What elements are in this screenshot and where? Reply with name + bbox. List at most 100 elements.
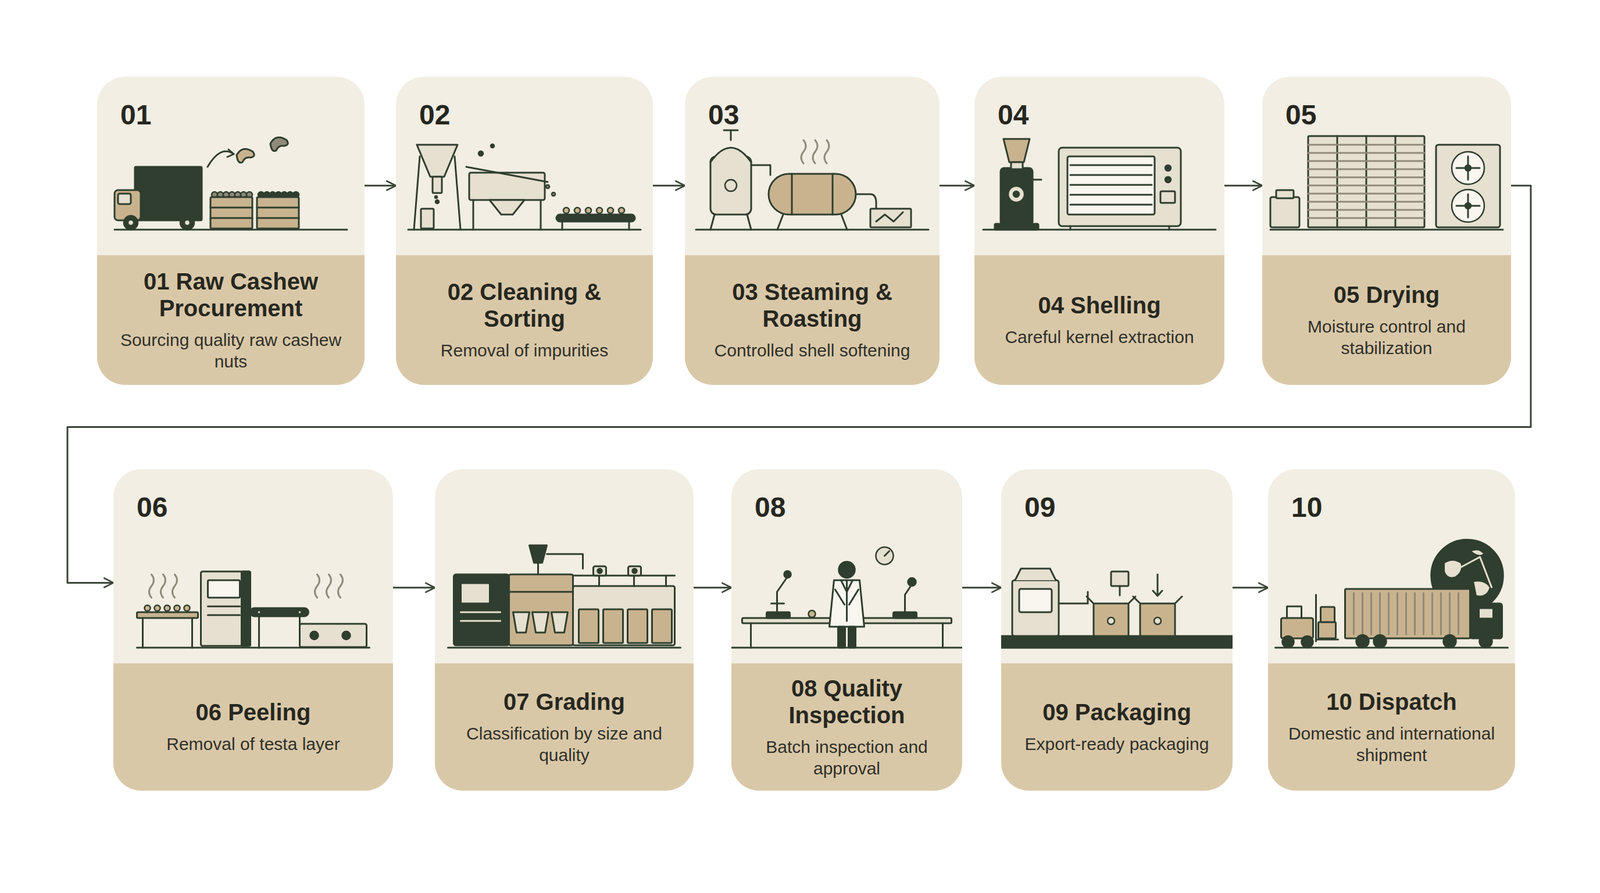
illustration-shape	[579, 609, 599, 644]
illustration-shape	[835, 589, 859, 605]
illustration-shape	[607, 207, 614, 214]
step-description: Domestic and international shipment	[1284, 723, 1499, 766]
illustration-shape	[489, 200, 525, 215]
illustration-shape	[784, 570, 792, 578]
illustration-shape	[1287, 606, 1302, 619]
illustration-shape	[1107, 617, 1115, 625]
illustration-shape	[469, 172, 545, 200]
illustration-shape	[1013, 191, 1020, 198]
illustration-shape	[551, 612, 569, 633]
illustration-shape	[432, 176, 442, 194]
illustration-shape	[695, 130, 929, 230]
process-card: 0909 PackagingExport-ready packaging	[1001, 469, 1233, 791]
illustration-shape	[1308, 184, 1425, 187]
process-card: 07 GradingClassification by size and qua…	[434, 469, 694, 791]
illustration-shape	[478, 151, 484, 156]
illustration-shape	[1308, 201, 1425, 203]
illustration-shape	[751, 165, 771, 175]
flow-arrow	[1224, 184, 1263, 187]
flow-arrow	[364, 184, 396, 187]
illustration-shape	[1111, 571, 1129, 587]
caption-band: 08 Quality InspectionBatch inspection an…	[731, 663, 963, 791]
illustration-shape	[435, 200, 439, 204]
step-title: 06 Peeling	[195, 698, 312, 726]
illustration-shape	[1308, 152, 1425, 155]
step-title: 07 Grading	[503, 688, 625, 716]
illustration-shape	[509, 574, 574, 646]
illustration-shape	[1070, 184, 1152, 187]
process-card: 0505 DryingMoisture control and stabiliz…	[1262, 76, 1512, 385]
flow-arrow	[939, 184, 975, 187]
illustration-shape	[801, 140, 830, 164]
step-title: 05 Drying	[1333, 281, 1440, 309]
step-description: Sourcing quality raw cashew nuts	[113, 329, 349, 373]
illustration-shape	[838, 561, 856, 578]
illustration-shape	[1456, 156, 1480, 218]
illustration-shape	[1443, 634, 1457, 648]
illustration-shape	[1015, 568, 1056, 581]
illustration-shape	[1000, 168, 1033, 225]
caption-band: 05 DryingMoisture control and stabilizat…	[1262, 255, 1512, 385]
illustration-shape	[1001, 636, 1233, 648]
illustration-shape	[652, 609, 673, 644]
illustration-shape	[1308, 136, 1425, 228]
illustration-shape	[164, 605, 171, 612]
illustration-shape	[731, 647, 963, 649]
illustration-shape	[448, 647, 681, 649]
illustration-shape	[1133, 596, 1182, 604]
step-title: 09 Packaging	[1042, 698, 1192, 726]
illustration-shape	[1473, 580, 1491, 597]
illustration-shape	[1316, 594, 1339, 642]
illustration-shape	[180, 215, 195, 230]
illustration-shape	[184, 605, 191, 612]
illustration-shape	[855, 194, 877, 209]
illustration-shape	[1165, 176, 1171, 183]
illustration-shape	[257, 610, 262, 614]
illustration-shape	[574, 207, 581, 214]
illustration-shape	[1413, 593, 1416, 635]
illustration-shape	[1012, 580, 1059, 637]
illustration-shape	[551, 192, 556, 196]
illustration-shape	[870, 208, 912, 228]
illustration-shape	[259, 616, 300, 648]
illustration-shape	[596, 207, 603, 214]
illustration-shape	[884, 551, 890, 556]
illustration-shape	[1405, 593, 1407, 635]
illustration-shape	[1154, 617, 1162, 625]
illustration-shape	[838, 626, 846, 648]
illustration-shape	[236, 148, 255, 163]
illustration-shape	[1067, 156, 1155, 215]
illustration-shape	[434, 195, 438, 199]
illustration-shape	[1370, 593, 1373, 635]
illustration-shape	[1165, 165, 1171, 171]
illustration-shape	[461, 612, 501, 621]
illustration-shape	[448, 545, 681, 648]
illustration-shape	[227, 149, 234, 157]
step-description: Controlled shell softening	[714, 340, 911, 362]
caption-band: 03 Steaming & RoastingControlled shell s…	[684, 255, 940, 385]
illustration-shape	[1270, 136, 1503, 230]
illustration-shape	[1308, 217, 1425, 220]
illustration-shape	[1308, 176, 1425, 179]
step-number: 08	[754, 492, 786, 524]
illustration-shape	[1070, 226, 1170, 230]
illustration-shape	[473, 200, 541, 230]
step-number: 01	[120, 100, 152, 131]
illustration-shape	[1373, 634, 1387, 648]
illustration-shape	[1440, 593, 1442, 635]
illustration-shape	[1152, 574, 1163, 596]
illustration-shape	[1070, 174, 1152, 177]
step-title: 01 Raw Cashew Procurement	[113, 268, 349, 322]
flow-arrow	[693, 586, 732, 589]
illustration-shape	[545, 184, 550, 189]
illustration-shape	[1093, 603, 1129, 637]
illustration-shape	[1356, 634, 1370, 648]
caption-band: 01 Raw Cashew ProcurementSourcing qualit…	[97, 255, 365, 385]
process-card: 0404 ShellingCareful kernel extraction	[974, 76, 1225, 385]
step-description: Careful kernel extraction	[1004, 326, 1194, 349]
illustration-shape	[1308, 160, 1425, 163]
illustration-shape	[1140, 603, 1175, 637]
illustration-shape	[256, 197, 299, 229]
illustration-shape	[1058, 591, 1088, 604]
